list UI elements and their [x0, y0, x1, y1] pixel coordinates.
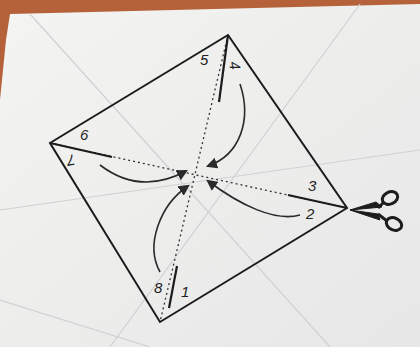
- fold-creases: [0, 4, 420, 347]
- cut-marks: [50, 35, 347, 308]
- diamond-outline: [50, 35, 347, 322]
- callout-number: 6: [80, 127, 88, 142]
- callout-number: 8: [154, 280, 162, 295]
- scissors-icon: [350, 189, 404, 233]
- fold-diagonals: [50, 35, 347, 322]
- callout-number: 2: [306, 206, 314, 221]
- callout-number: 5: [200, 52, 208, 67]
- paper-sheet: [0, 4, 420, 347]
- fold-arrows: [100, 84, 300, 272]
- callout-number: 3: [308, 178, 316, 193]
- callout-number: 1: [181, 284, 189, 299]
